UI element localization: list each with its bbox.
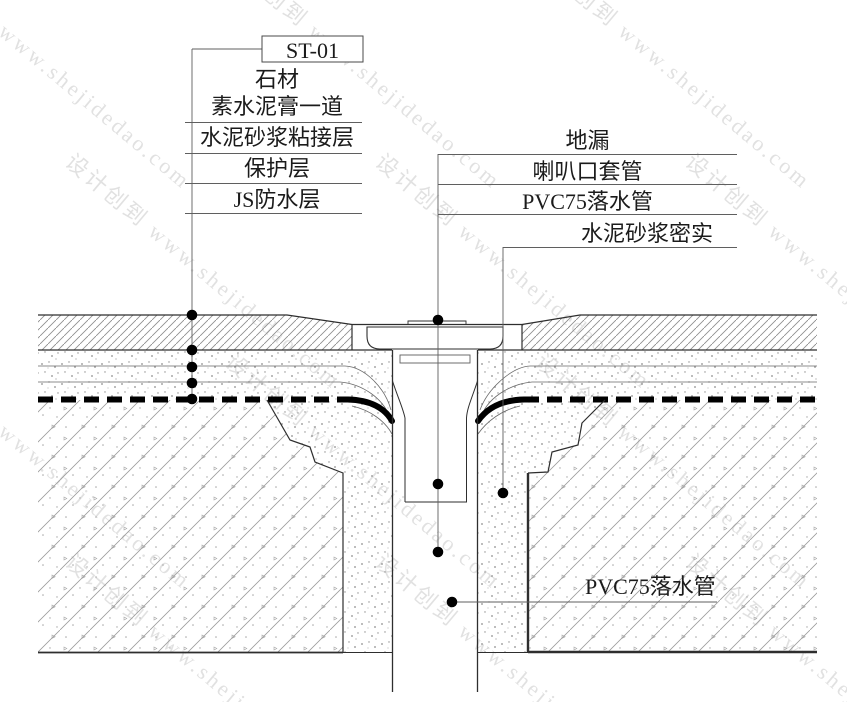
waterproof-curve-left [345,396,395,424]
stone-layer-hatch [38,315,817,350]
label-floor-drain: 地漏 [565,128,610,153]
label-stone: 石材 [254,67,299,92]
label-bonding-mortar: 水泥砂浆粘接层 [199,125,354,150]
drain-recess-edges [351,325,523,350]
label-js-waterproof: JS防水层 [233,187,321,212]
mortar-fill-stipple [38,350,817,652]
label-compact-mortar: 水泥砂浆密实 [580,221,713,246]
left-label-underlines [185,122,362,214]
pipe-and-sleeve [391,350,479,692]
concrete-slab-hatch [38,400,817,652]
label-bell-sleeve: 喇叭口套管 [532,159,643,184]
st01-tag-label: ST-01 [286,38,339,63]
sleeve-spout [404,418,467,503]
bell-mouth-left [392,380,406,419]
right-label-underlines [438,154,737,248]
floor-drain-body [366,326,504,350]
label-pvc75-pipe-bottom: PVC75落水管 [585,574,716,599]
waterproof-curve-right [475,396,527,424]
label-cement-paste: 素水泥膏一道 [210,94,343,119]
slab-edges [38,399,817,654]
label-protection-layer: 保护层 [243,156,310,181]
slab-opening-step-left [266,399,344,652]
waterproof-membrane [38,396,817,424]
drain-pipe-rim [399,354,471,364]
label-pvc75-pipe: PVC75落水管 [522,189,653,214]
st01-tag-box [261,35,364,63]
bell-mouth-right [466,380,478,419]
leader-dots [186,309,509,608]
slab-opening-step-right [527,399,606,474]
